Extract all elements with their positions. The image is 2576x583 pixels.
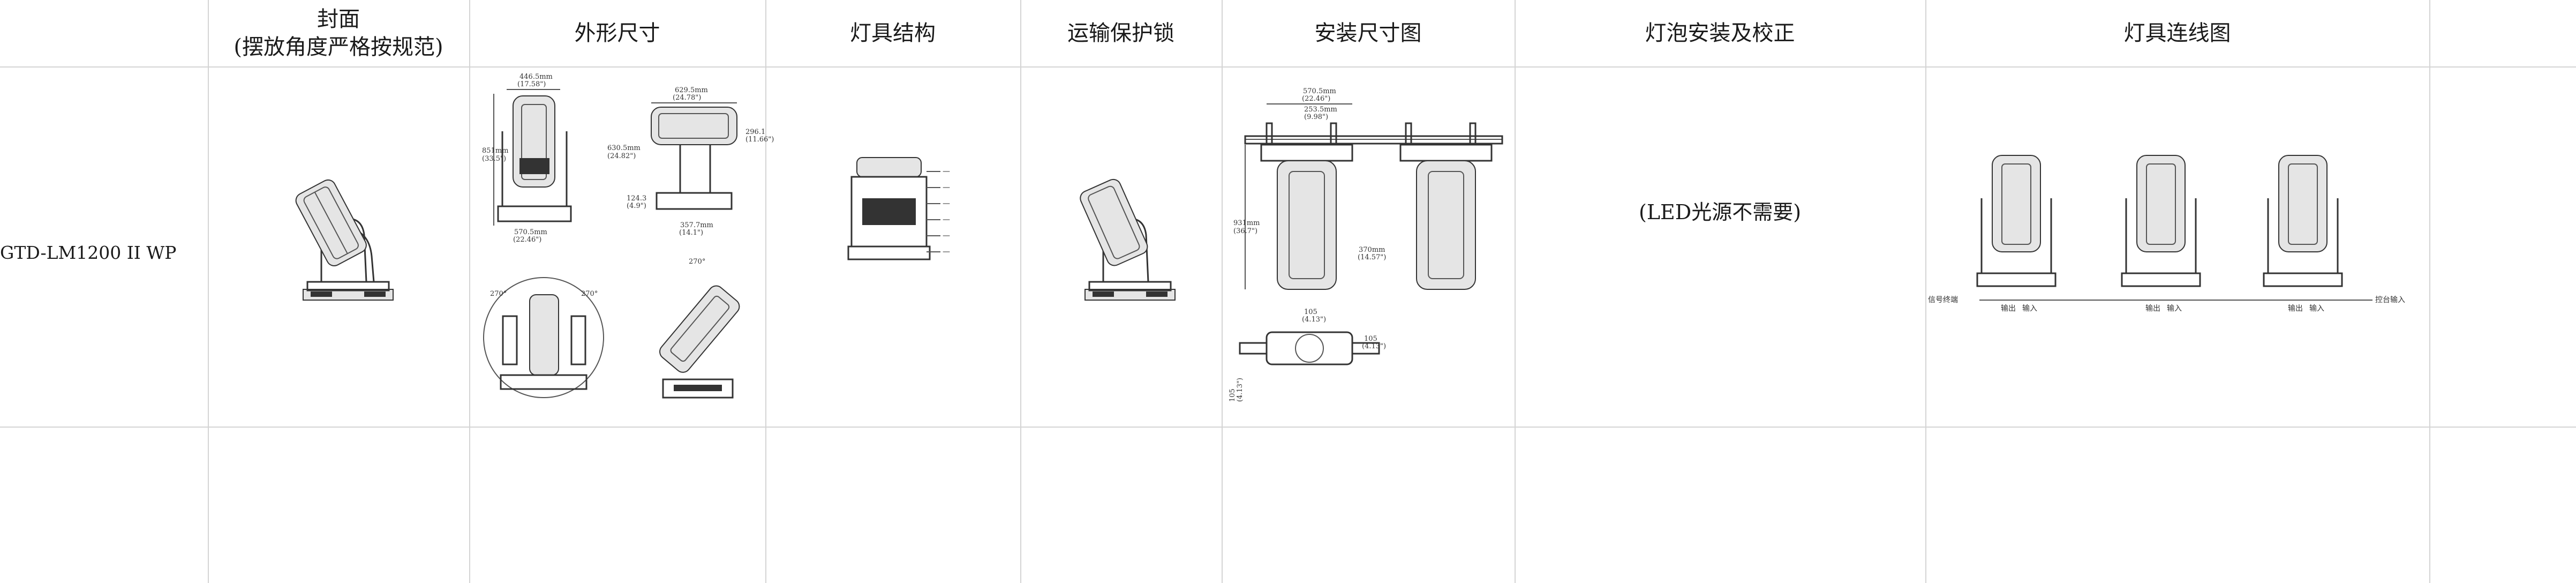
transport-lock-image — [1080, 178, 1176, 301]
header-install-dims: 安装尺寸图 — [1314, 21, 1422, 46]
install-bot-w: 105 — [1304, 308, 1317, 316]
side-view-drawing: 629.5mm (24.78") 630.5mm (24.82") 296.1 … — [607, 86, 774, 237]
rotation-view-right: 270° — [659, 258, 740, 399]
dim-side-length: 629.5mm — [675, 86, 708, 94]
install-height: 931mm — [1233, 219, 1260, 227]
header-dimensions: 外形尺寸 — [574, 21, 660, 46]
col-divider — [2429, 0, 2430, 583]
structure-callouts: — — — — — — — [927, 167, 950, 256]
dim-front-height: 851mm — [482, 147, 508, 155]
dim-side-base-w: 357.7mm — [680, 221, 713, 229]
wiring-fixture-3 — [2263, 155, 2343, 287]
wiring-out-3: 输出 — [2288, 304, 2303, 313]
bulb-note: (LED光源不需要) — [1639, 200, 1802, 224]
dim-side-base-w-in: (14.1") — [679, 229, 703, 237]
install-top-w1: 570.5mm — [1303, 87, 1336, 95]
svg-text:—: — — [943, 183, 950, 192]
svg-text:—: — — [943, 215, 950, 224]
wiring-signal-end: 信号终端 — [1928, 296, 1958, 304]
row-divider — [0, 66, 2576, 68]
rotation-view-left: 270° 270° — [483, 277, 604, 398]
install-top-w2-in: (9.98") — [1304, 113, 1328, 121]
dim-front-width-bottom-in: (22.46") — [513, 236, 541, 244]
dim-side-base-h: 124.3 — [627, 195, 646, 203]
wiring-fixture-1 — [1976, 155, 2057, 287]
dim-front-width-top: 446.5mm — [519, 73, 553, 81]
svg-text:—: — — [943, 231, 950, 240]
col-divider — [469, 0, 470, 583]
row-divider — [0, 427, 2576, 428]
dim-side-height: 630.5mm — [607, 144, 641, 152]
install-bot-r-in: (4.13") — [1362, 342, 1386, 350]
dim-side-height-in: (24.82") — [607, 152, 636, 160]
svg-text:—: — — [943, 199, 950, 208]
structure-drawing: — — — — — — — [847, 157, 950, 260]
svg-text:—: — — [943, 248, 950, 256]
install-bot-left-in: (4.13") — [1236, 378, 1244, 402]
wiring-fixture-2 — [2121, 155, 2201, 287]
col-divider — [1222, 0, 1223, 583]
dim-rot1: 270° — [490, 290, 507, 298]
model-name: GTD-LM1200 II WP — [0, 242, 177, 263]
wiring-out-2: 输出 — [2145, 304, 2160, 313]
wiring-in-1: 输入 — [2022, 304, 2037, 313]
dim-rot2: 270° — [581, 290, 598, 298]
col-divider — [1020, 0, 1021, 583]
install-bot-w-in: (4.13") — [1302, 316, 1326, 324]
header-bulb-install: 灯泡安装及校正 — [1645, 21, 1795, 46]
wiring-diagram: 信号终端 输出 输入 输出 输入 输出 输入 控台输入 — [1928, 155, 2405, 313]
dim-front-width-top-in: (17.58") — [517, 80, 546, 88]
header-structure: 灯具结构 — [850, 21, 936, 46]
install-dims-drawing: 570.5mm (22.46") 253.5mm (9.98") 931mm (… — [1229, 87, 1503, 402]
header-cover-title: 封面 — [317, 7, 360, 32]
install-mid: 370mm — [1359, 246, 1385, 254]
install-top-w2: 253.5mm — [1304, 106, 1337, 114]
wiring-console-in: 控台输入 — [2375, 296, 2405, 304]
install-mid-in: (14.57") — [1358, 253, 1386, 261]
front-view-drawing: 446.5mm (17.58") 851mm (33.5") 570.5mm (… — [482, 73, 572, 244]
cover-fixture-image — [295, 179, 394, 301]
install-bot-left: 105 — [1229, 388, 1237, 402]
col-divider — [765, 0, 766, 583]
dim-side-length-in: (24.78") — [673, 94, 701, 102]
wiring-in-3: 输入 — [2309, 304, 2324, 313]
header-transport-lock: 运输保护锁 — [1067, 21, 1174, 46]
col-divider — [1515, 0, 1516, 583]
install-bot-r: 105 — [1364, 335, 1377, 343]
dim-side-right-in: (11.66") — [745, 136, 774, 144]
dim-front-width-bottom: 570.5mm — [514, 228, 547, 236]
header-cover-note: (摆放角度严格按规范) — [234, 35, 443, 59]
col-divider — [208, 0, 209, 583]
header-wiring: 灯具连线图 — [2123, 21, 2231, 46]
col-divider — [1925, 0, 1926, 583]
svg-text:—: — — [943, 167, 950, 176]
dim-side-right: 296.1 — [745, 128, 765, 136]
install-top-w1-in: (22.46") — [1302, 95, 1330, 103]
dim-rot3: 270° — [689, 258, 705, 266]
wiring-out-1: 输出 — [2001, 304, 2016, 313]
wiring-in-2: 输入 — [2167, 304, 2182, 313]
header-cover: 封面 (摆放角度严格按规范) — [208, 0, 469, 66]
dim-side-base-h-in: (4.9") — [627, 202, 646, 210]
